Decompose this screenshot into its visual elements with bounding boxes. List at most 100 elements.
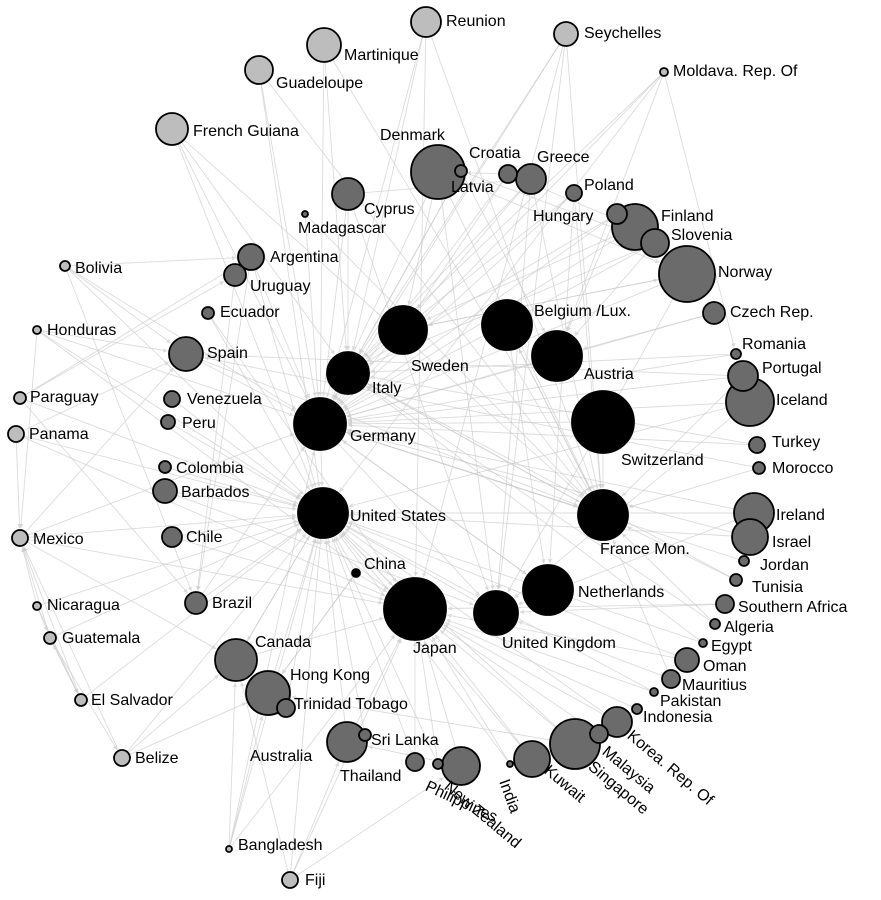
- label-morocco: Morocco: [772, 460, 833, 477]
- edge-bolivia-to-spain: [68, 268, 171, 344]
- edge-honduras-to-germany: [40, 330, 294, 417]
- label-paraguay: Paraguay: [30, 389, 99, 406]
- label-turkey: Turkey: [772, 434, 820, 451]
- label-barbados: Barbados: [181, 484, 250, 501]
- edge-spain-to-germany: [200, 361, 296, 412]
- edge-fiji-to-canada: [240, 681, 289, 873]
- label-united-kingdom: United Kingdom: [502, 635, 616, 652]
- node-french-guiana: [155, 112, 189, 146]
- label-trinidad: Trinidad Tobago: [294, 696, 408, 713]
- node-indonesia: [631, 703, 643, 715]
- edge-united-kingdom-to-united-states: [346, 526, 478, 603]
- edge-brazil-to-germany: [201, 446, 305, 595]
- edge-india-to-japan: [431, 636, 509, 762]
- edge-algeria-to-italy: [366, 385, 712, 622]
- edge-seychelles-to-germany: [334, 43, 560, 401]
- node-france-mon: [577, 489, 629, 541]
- edge-madagascar-to-germany: [304, 216, 320, 397]
- edge-singapore-to-hong-kong: [291, 695, 551, 741]
- edge-trinidad-to-united-states: [287, 539, 320, 700]
- label-portugal: Portugal: [762, 360, 822, 377]
- node-malaysia: [589, 724, 609, 744]
- label-croatia: Croatia: [469, 145, 521, 162]
- node-israel: [731, 518, 769, 556]
- label-germany: Germany: [350, 428, 416, 445]
- node-oman: [674, 647, 700, 673]
- label-belize: Belize: [135, 750, 179, 767]
- label-czech: Czech Rep.: [730, 304, 814, 321]
- edge-denmark-to-sweden: [407, 198, 433, 306]
- node-mauritius: [661, 669, 681, 689]
- node-cyprus: [331, 177, 365, 211]
- label-nicaragua: Nicaragua: [47, 597, 120, 614]
- edge-uruguay-to-brazil: [195, 285, 235, 591]
- edge-belize-to-canada: [127, 674, 219, 754]
- edge-guatemala-to-mexico: [21, 547, 49, 633]
- edge-italy-to-france-mon: [366, 382, 580, 503]
- edge-martinique-to-france-mon: [332, 59, 590, 493]
- edge-mexico-to-united-states: [27, 513, 297, 538]
- node-portugal: [727, 360, 759, 392]
- edge-honduras-to-spain: [40, 330, 168, 353]
- node-thailand: [405, 752, 425, 772]
- node-madagascar: [301, 210, 309, 218]
- edge-paraguay-to-united-states: [25, 399, 299, 505]
- edge-hungary-to-germany: [342, 219, 610, 409]
- edge-germany-to-italy: [332, 392, 338, 402]
- edge-australia-to-united-states: [323, 539, 346, 723]
- label-canada: Canada: [255, 634, 311, 651]
- edge-el-salvador-to-mexico: [22, 546, 80, 695]
- edge-martinique-to-germany: [318, 61, 325, 397]
- node-honduras: [32, 325, 42, 335]
- edge-fiji-to-united-states: [290, 539, 323, 873]
- node-belize: [113, 749, 131, 767]
- node-japan: [383, 577, 447, 641]
- edge-venezuela-to-united-states: [178, 403, 302, 498]
- node-greece: [515, 163, 547, 195]
- label-poland: Poland: [584, 177, 634, 194]
- label-madagascar: Madagascar: [298, 220, 387, 237]
- edge-ecuador-to-united-states: [210, 317, 310, 490]
- edge-mauritius-to-united-kingdom: [518, 620, 663, 677]
- node-singapore: [549, 718, 601, 770]
- edge-oman-to-united-states: [347, 522, 677, 656]
- edge-australia-to-japan: [355, 637, 401, 725]
- edge-mexico-to-japan: [27, 538, 383, 605]
- node-hungary: [606, 203, 628, 225]
- label-israel: Israel: [772, 534, 811, 551]
- edge-moldava-to-austria: [565, 75, 664, 332]
- node-trinidad: [276, 698, 296, 718]
- node-reunion: [410, 6, 442, 38]
- node-mexico: [11, 529, 29, 547]
- edge-canada-to-japan: [256, 616, 384, 655]
- edge-paraguay-to-argentina: [24, 264, 239, 396]
- label-mexico: Mexico: [33, 531, 84, 548]
- edge-chile-to-japan: [181, 539, 384, 601]
- edge-argentina-to-brazil: [196, 269, 250, 591]
- edge-singapore-to-japan: [439, 629, 557, 729]
- node-kuwait: [513, 740, 551, 778]
- node-venezuela: [163, 390, 181, 408]
- edge-morocco-to-france-mon: [628, 469, 754, 509]
- node-guadeloupe: [244, 55, 274, 85]
- edge-madagascar-to-france-mon: [306, 215, 585, 497]
- label-china: China: [364, 556, 406, 573]
- node-egypt: [698, 638, 708, 648]
- node-australia: [326, 721, 368, 763]
- edge-slovenia-to-austria: [574, 253, 647, 336]
- node-morocco: [752, 461, 766, 475]
- node-sri-lanka: [358, 728, 372, 742]
- node-korea: [601, 706, 633, 738]
- edge-austria-to-germany: [346, 362, 534, 418]
- edge-portugal-to-spain: [204, 352, 729, 376]
- edge-panama-to-japan: [23, 436, 386, 597]
- edge-cyprus-to-united-kingdom: [352, 208, 489, 591]
- node-czech: [702, 301, 726, 325]
- label-hungary: Hungary: [533, 208, 593, 225]
- label-latvia: Latvia: [451, 179, 494, 196]
- edge-croatia-to-italy: [358, 175, 459, 354]
- edge-el-salvador-to-guatemala: [53, 644, 79, 695]
- edge-kuwait-to-japan: [434, 634, 522, 746]
- label-peru: Peru: [182, 415, 216, 432]
- edge-bangladesh-to-japan: [230, 634, 396, 847]
